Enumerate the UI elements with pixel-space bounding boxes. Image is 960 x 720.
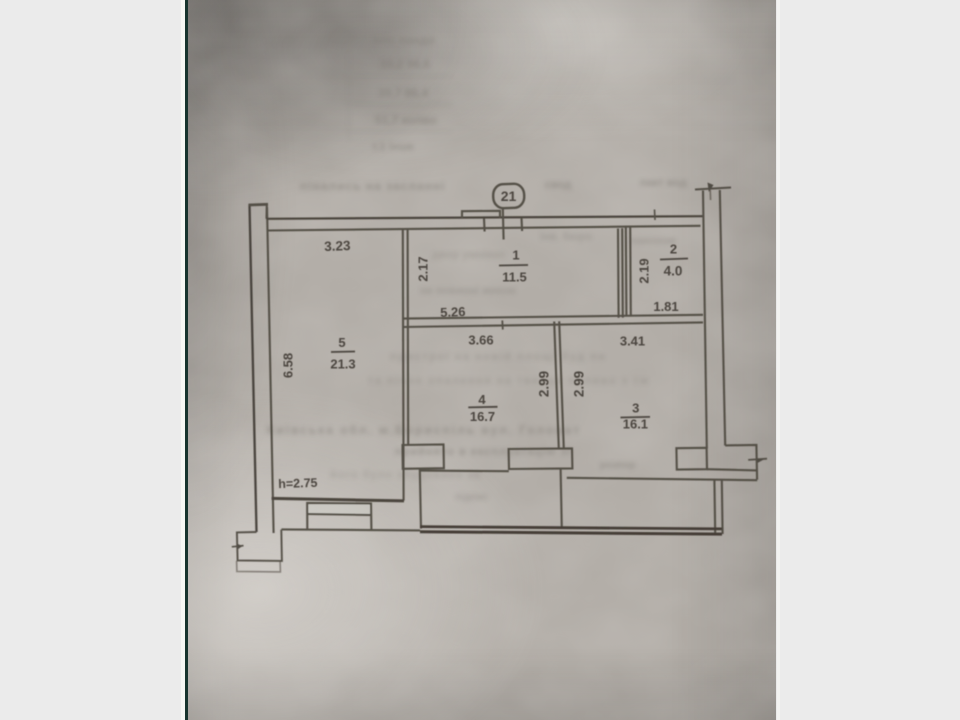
- svg-text:2.99: 2.99: [572, 371, 587, 397]
- svg-text:2.19: 2.19: [636, 258, 651, 283]
- svg-text:6.58: 6.58: [280, 353, 295, 378]
- svg-text:h=2.75: h=2.75: [278, 476, 318, 491]
- svg-text:39,7 86,4: 39,7 86,4: [378, 86, 428, 100]
- svg-text:та пічне опалення на тверде па: та пічне опалення на тверде паливо з тм: [368, 375, 650, 387]
- svg-text:його було збудовано за: його було збудовано за: [330, 469, 481, 481]
- svg-text:зніс пандо: зніс пандо: [372, 33, 435, 47]
- svg-text:пристрої на новій площі буд пн: пристрої на новій площі буд пн: [390, 351, 606, 363]
- svg-text:Київська обл. м.Бориспіль вул.: Київська обл. м.Бориспіль вул. Головат: [267, 423, 581, 437]
- svg-text:не повинні жеком: не повинні жеком: [420, 285, 516, 297]
- svg-text:розпор: розпор: [600, 460, 635, 471]
- svg-text:3.41: 3.41: [620, 334, 645, 349]
- svg-text:пакт вод: пакт вод: [640, 177, 687, 189]
- svg-text:свод: свод: [545, 179, 571, 191]
- svg-text:5.26: 5.26: [440, 304, 466, 320]
- svg-text:10,2 96,6: 10,2 96,6: [380, 57, 430, 71]
- svg-text:інв. бюро: інв. бюро: [540, 231, 592, 243]
- svg-text:16.7: 16.7: [470, 409, 495, 424]
- svg-text:51,7 колво: 51,7 колво: [375, 113, 437, 127]
- svg-text:2.99: 2.99: [537, 371, 552, 397]
- svg-text:двор умнівап: двор умнівап: [432, 249, 505, 261]
- svg-text:16.1: 16.1: [623, 417, 648, 432]
- svg-text:чаконом: чаконом: [630, 235, 676, 247]
- svg-text:21: 21: [501, 188, 517, 204]
- svg-text:3.66: 3.66: [468, 333, 493, 348]
- svg-text:т.1 інше: т.1 інше: [372, 141, 414, 153]
- svg-text:5: 5: [338, 335, 345, 350]
- svg-text:підпис: підпис: [455, 492, 488, 503]
- svg-text:3.23: 3.23: [324, 238, 351, 254]
- svg-text:3: 3: [632, 401, 639, 416]
- svg-text:1.81: 1.81: [653, 299, 678, 314]
- svg-text:пінались на засланні: пінались на засланні: [300, 179, 445, 193]
- svg-text:21.3: 21.3: [330, 357, 355, 372]
- svg-text:2: 2: [670, 242, 677, 257]
- svg-text:2.17: 2.17: [415, 256, 430, 281]
- svg-text:4: 4: [478, 392, 486, 407]
- svg-text:4.0: 4.0: [664, 264, 683, 279]
- svg-text:1: 1: [512, 248, 519, 263]
- svg-text:11.5: 11.5: [502, 270, 527, 285]
